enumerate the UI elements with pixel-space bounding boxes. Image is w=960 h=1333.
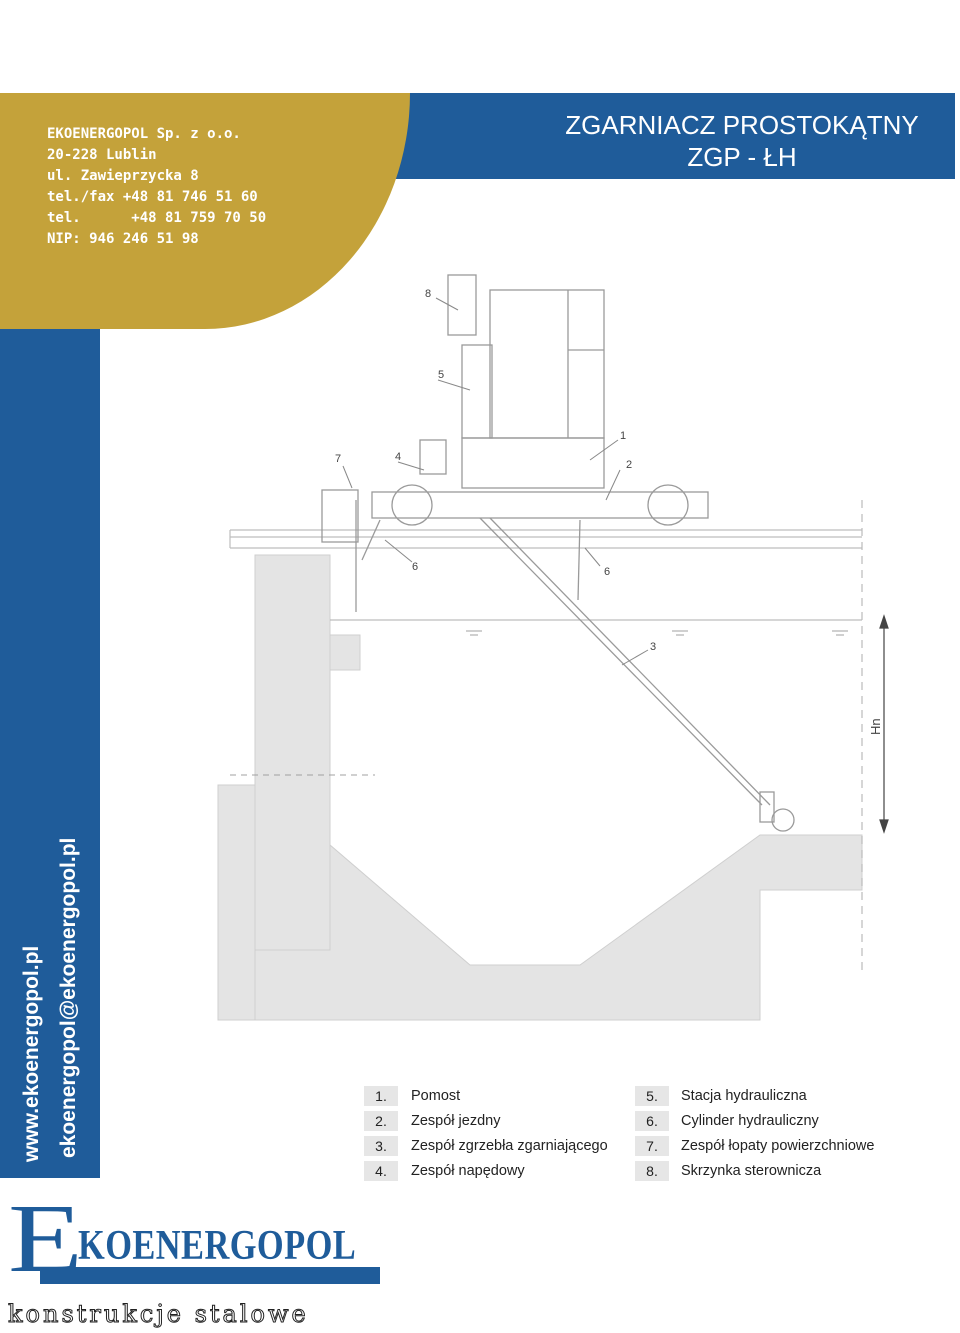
legend-num: 8.	[635, 1161, 669, 1181]
company-street: ul. Zawieprzycka 8	[47, 168, 199, 184]
scraper-arm	[355, 500, 795, 832]
legend-text: Zespół zgrzebła zgarniającego	[411, 1138, 608, 1154]
page-subtitle: ZGP - ŁH	[687, 142, 797, 172]
dimension-label: Hn	[868, 718, 883, 735]
concrete-tank	[217, 554, 863, 1021]
legend-num: 2.	[364, 1111, 398, 1131]
legend-text: Skrzynka sterownicza	[681, 1163, 822, 1179]
dimension-hn	[861, 500, 889, 975]
legend-text: Pomost	[411, 1088, 461, 1104]
callout-2: 2	[626, 459, 632, 471]
callout-6b: 6	[604, 566, 610, 578]
legend-num: 1.	[364, 1086, 398, 1106]
legend-text: Zespół jezdny	[411, 1113, 501, 1129]
bridge-structure	[321, 274, 709, 543]
callout-leaders	[342, 297, 649, 666]
callout-5: 5	[438, 369, 444, 381]
legend-num: 5.	[635, 1086, 669, 1106]
legend-text: Stacja hydrauliczna	[681, 1088, 807, 1104]
rail-track	[229, 529, 862, 621]
company-tel: tel. +48 81 759 70 50	[47, 210, 267, 226]
legend-text: Zespół napędowy	[411, 1163, 525, 1179]
legend-text: Cylinder hydrauliczny	[681, 1113, 819, 1129]
company-postal: 20-228 Lublin	[47, 147, 157, 163]
water-level-marks	[230, 630, 848, 776]
callout-3: 3	[650, 641, 656, 653]
callout-7: 7	[335, 453, 341, 465]
legend-num: 4.	[364, 1161, 398, 1181]
legend-num: 6.	[635, 1111, 669, 1131]
company-nip: NIP: 946 246 51 98	[47, 231, 199, 247]
logo-underline-bar	[40, 1267, 380, 1284]
logo-initial: E	[8, 1185, 83, 1293]
legend-num: 3.	[364, 1136, 398, 1156]
logo-tagline: konstrukcje stalowe	[8, 1300, 309, 1328]
callout-1: 1	[620, 430, 626, 442]
callout-6a: 6	[412, 561, 418, 573]
logo-wordmark: KOENERGOPOL	[78, 1223, 357, 1269]
company-telfax: tel./fax +48 81 746 51 60	[47, 189, 258, 205]
legend-num: 7.	[635, 1136, 669, 1156]
callout-8: 8	[425, 288, 431, 300]
callout-4: 4	[395, 451, 401, 463]
page-title: ZGARNIACZ PROSTOKĄTNY	[565, 110, 919, 140]
company-name: EKOENERGOPOL Sp. z o.o.	[47, 126, 241, 142]
legend-text: Zespół łopaty powierzchniowe	[681, 1138, 875, 1154]
